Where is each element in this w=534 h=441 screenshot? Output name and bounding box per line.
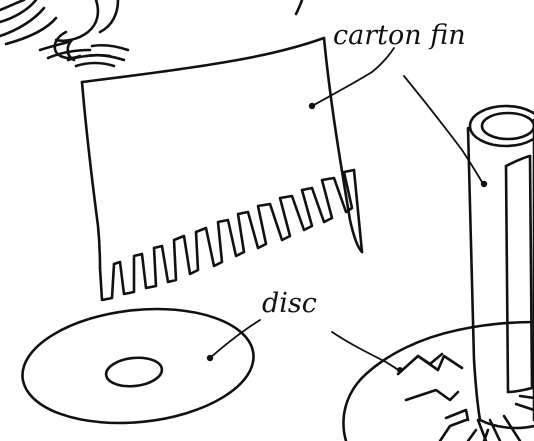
base-leader (332, 332, 398, 370)
carton-fin-sheet (82, 38, 362, 300)
tube-fin-panel (506, 156, 532, 392)
disc-drawing (17, 298, 259, 434)
tube-top-opening (470, 106, 534, 146)
disc-hole (105, 355, 164, 389)
tube-assembly (343, 106, 534, 441)
tube-pointer-dot (481, 181, 487, 187)
disc-label: disc (262, 288, 317, 319)
carton-fin-leader (312, 48, 394, 106)
disc-outer (17, 298, 259, 434)
fin-fringe (100, 170, 362, 300)
carton-fin-label: carton fin (333, 20, 466, 51)
